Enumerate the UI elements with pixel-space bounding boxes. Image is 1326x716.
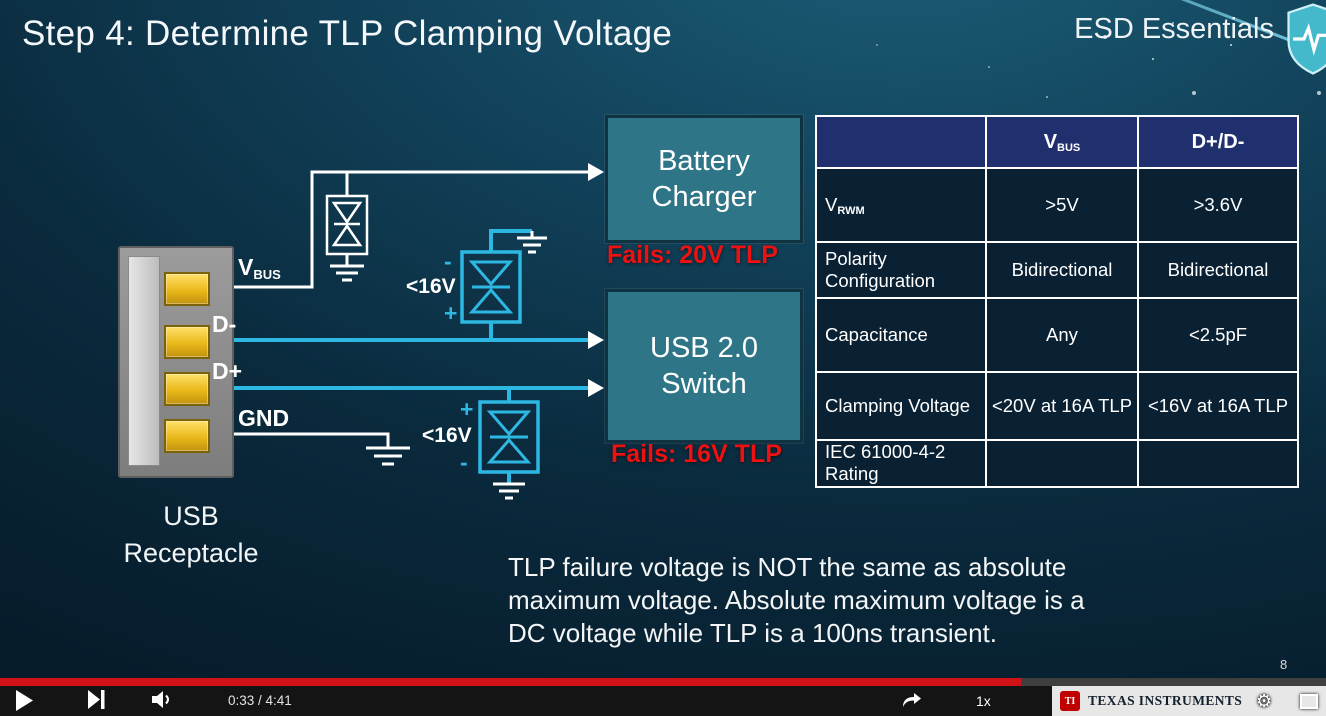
time-display: 0:33 / 4:41 — [228, 693, 292, 708]
row-label: VRWM — [815, 167, 987, 243]
pin-label-vbus: VBUS — [238, 254, 281, 282]
playback-speed-button[interactable]: 1x — [976, 693, 991, 709]
slide-title: Step 4: Determine TLP Clamping Voltage — [22, 14, 673, 53]
volume-button[interactable] — [152, 690, 174, 709]
tvs-top-plus: + — [444, 300, 458, 326]
table-row: IEC 61000-4-2 Rating — [815, 439, 1299, 488]
fullscreen-button[interactable] — [1300, 694, 1318, 709]
cell-dd — [1137, 439, 1299, 488]
usb-switch-fail-label: Fails: 16V TLP — [611, 440, 782, 468]
cell-dd: >3.6V — [1137, 167, 1299, 243]
row-label: IEC 61000-4-2 Rating — [815, 439, 987, 488]
usb-pin-gnd — [164, 419, 210, 453]
tvs-bottom-plus: + — [460, 396, 474, 422]
circuit-wires — [200, 163, 604, 500]
spec-header-blank — [815, 115, 987, 169]
slide-footnote: TLP failure voltage is NOT the same as a… — [508, 552, 1085, 648]
cell-vbus: <20V at 16A TLP — [985, 371, 1139, 441]
ti-footer-strip: TI TEXAS INSTRUMENTS — [1052, 686, 1326, 716]
settings-gear-icon[interactable]: ⚙ — [1256, 691, 1273, 711]
table-row: Polarity Configuration Bidirectional Bid… — [815, 241, 1299, 299]
row-label: Capacitance — [815, 297, 987, 373]
table-row: VRWM >5V >3.6V — [815, 167, 1299, 243]
cell-vbus: Bidirectional — [985, 241, 1139, 299]
cell-dd: <2.5pF — [1137, 297, 1299, 373]
brand-title: ESD Essentials — [1074, 13, 1274, 45]
tvs-bottom-value: <16V — [422, 424, 472, 447]
row-label: Polarity Configuration — [815, 241, 987, 299]
cell-vbus: >5V — [985, 167, 1139, 243]
usb-switch-box: USB 2.0 Switch — [605, 289, 803, 443]
progress-fill — [0, 678, 1022, 686]
shield-logo-icon — [1287, 3, 1326, 75]
cell-dd: Bidirectional — [1137, 241, 1299, 299]
progress-bar[interactable] — [0, 678, 1326, 686]
receptacle-label: USB Receptacle — [123, 501, 259, 568]
tvs-bottom-minus: - — [460, 449, 468, 475]
pin-label-dminus: D- — [212, 311, 237, 337]
page-number: 8 — [1280, 657, 1288, 672]
player-controls: 0:33 / 4:41 1x TI TEXAS INSTRUMENTS ⚙ — [0, 686, 1326, 716]
ti-logo-text: TEXAS INSTRUMENTS — [1088, 693, 1243, 708]
table-row: Capacitance Any <2.5pF — [815, 297, 1299, 373]
tvs-top-value: <16V — [406, 275, 456, 298]
next-button[interactable] — [88, 690, 105, 709]
usb-receptacle-slot — [128, 256, 160, 466]
video-surface[interactable]: Step 4: Determine TLP Clamping Voltage E… — [0, 0, 1326, 678]
spec-header-dd: D+/D- — [1137, 115, 1299, 169]
play-button[interactable] — [16, 690, 34, 711]
table-row: Clamping Voltage <20V at 16A TLP <16V at… — [815, 371, 1299, 441]
cell-vbus: Any — [985, 297, 1139, 373]
pin-label-gnd: GND — [238, 405, 290, 431]
cell-vbus — [985, 439, 1139, 488]
usb-pin-vbus — [164, 272, 210, 306]
ti-logo-mark: TI — [1060, 691, 1080, 711]
battery-charger-fail-label: Fails: 20V TLP — [607, 241, 778, 269]
tvs-top-minus: - — [444, 248, 452, 274]
row-label: Clamping Voltage — [815, 371, 987, 441]
battery-charger-box: Battery Charger — [605, 115, 803, 243]
usb-pin-dplus — [164, 372, 210, 406]
share-button[interactable] — [900, 690, 923, 708]
cell-dd: <16V at 16A TLP — [1137, 371, 1299, 441]
pin-label-dplus: D+ — [212, 358, 243, 384]
spec-table: VBUS D+/D- VRWM >5V >3.6V Polarity Confi… — [815, 115, 1299, 488]
spec-header-vbus: VBUS — [985, 115, 1139, 169]
usb-pin-dminus — [164, 325, 210, 359]
